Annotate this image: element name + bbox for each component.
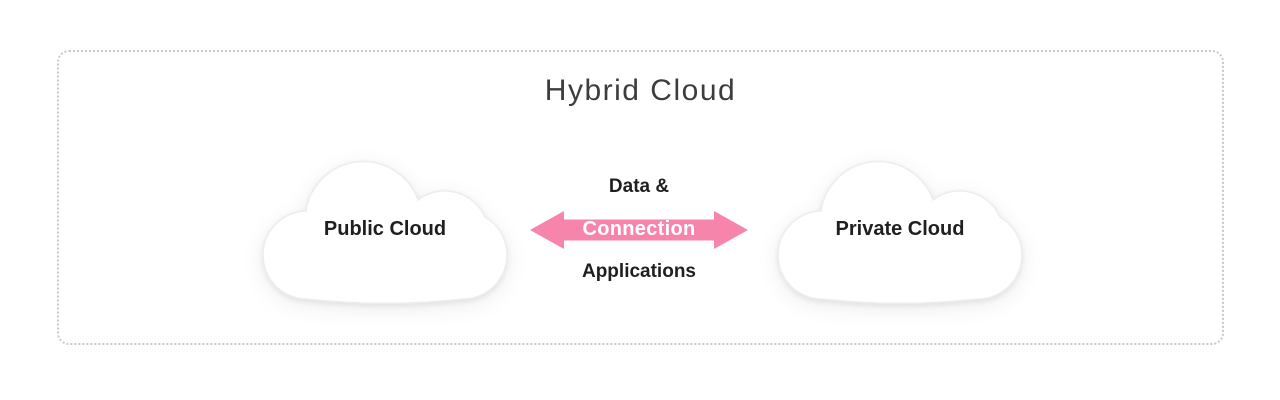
public-cloud-label: Public Cloud — [323, 218, 447, 240]
public-cloud-node: Public Cloud — [255, 147, 515, 307]
private-cloud-label: Private Cloud — [835, 218, 965, 240]
cloud-shape — [262, 160, 508, 305]
cloud-icon — [777, 160, 1023, 305]
connection-group: Data & Connection Applications — [530, 175, 748, 284]
double-arrow-shape — [530, 211, 748, 249]
connector-top-label: Data & — [608, 176, 670, 197]
diagram-frame: Hybrid Cloud Public Cloud Data & Connect… — [57, 50, 1224, 345]
connector-arrow-label: Connection — [582, 218, 696, 240]
cloud-icon — [262, 160, 508, 305]
private-cloud-node: Private Cloud — [770, 147, 1030, 307]
cloud-shape — [777, 160, 1023, 305]
diagram-title: Hybrid Cloud — [544, 74, 737, 107]
double-arrow-icon — [530, 211, 748, 249]
double-arrow: Connection — [530, 211, 748, 249]
connector-bottom-label: Applications — [581, 261, 696, 282]
